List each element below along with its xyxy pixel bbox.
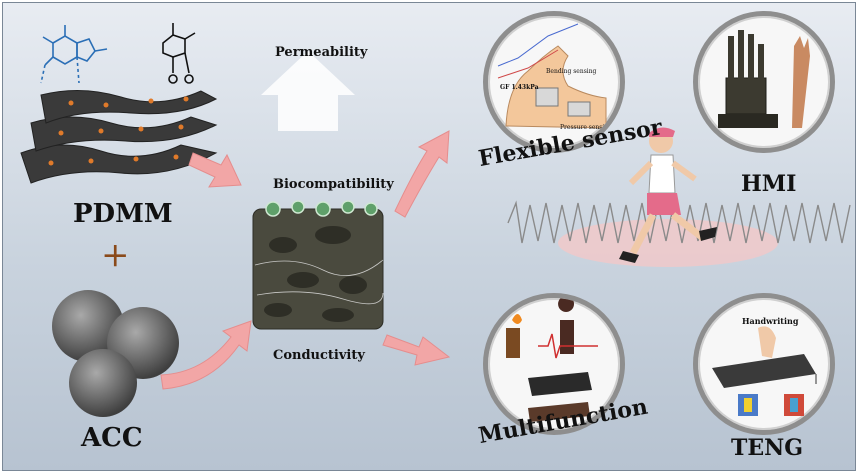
handwriting-label: Handwriting xyxy=(742,316,799,326)
runner-figure xyxy=(619,127,717,263)
biocompatibility-label: Biocompatibility xyxy=(273,177,394,192)
multifunction-illustration xyxy=(506,298,598,422)
conductivity-label: Conductivity xyxy=(273,348,365,363)
hmi-panel xyxy=(693,11,835,153)
acc-spheres xyxy=(52,290,179,417)
pdmm-label: PDMM xyxy=(73,199,173,229)
teng-illustration xyxy=(712,326,817,416)
arm-sensor-illustration xyxy=(497,23,607,129)
robot-hand-illustration xyxy=(718,30,810,128)
flexible-sensor-panel: Bending sensing Pressure sensing GF 1.43… xyxy=(483,11,625,153)
permeability-arrow xyxy=(261,51,355,131)
bending-sensing-label: Bending sensing xyxy=(546,68,597,75)
permeability-label: Permeability xyxy=(275,45,368,60)
multifunction-panel xyxy=(483,293,625,435)
pressure-sensing-label: Pressure sensing xyxy=(560,124,613,131)
acc-label: ACC xyxy=(81,423,143,453)
plus-sign: + xyxy=(101,235,130,275)
composite-block xyxy=(252,200,384,330)
flow-arrows xyxy=(160,51,451,390)
pdmm-sheets xyxy=(20,90,218,184)
teng-panel: Handwriting xyxy=(693,293,835,435)
hmi-label: HMI xyxy=(741,171,797,197)
molecule-structures xyxy=(40,23,196,84)
teng-label: TENG xyxy=(731,435,804,461)
gf-label: GF 1.43kPa xyxy=(500,84,539,91)
